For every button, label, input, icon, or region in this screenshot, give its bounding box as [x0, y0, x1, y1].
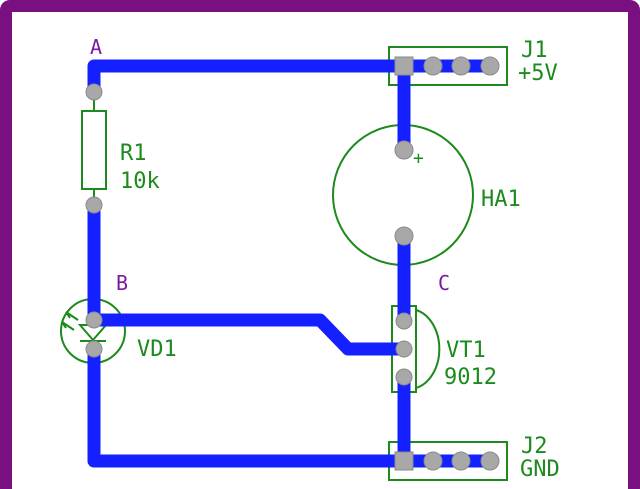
j1-ref-label: J1 — [521, 38, 548, 63]
pad-j1-3 — [451, 56, 471, 76]
vt1-value-label: 9012 — [444, 365, 497, 390]
pad-j2-2 — [423, 451, 443, 471]
pad-vt1-2 — [395, 340, 413, 358]
r1-value-label: 10k — [120, 169, 160, 194]
pad-vt1-1 — [395, 312, 413, 330]
vd1-arrow-head-2 — [61, 321, 67, 329]
node-label-a: A — [90, 35, 102, 59]
pad-j2-3 — [451, 451, 471, 471]
vd1-ref-label: VD1 — [137, 337, 177, 362]
pad-vt1-3 — [395, 368, 413, 386]
pad-j1-2 — [423, 56, 443, 76]
pad-j2-1 — [394, 451, 414, 471]
ha1-ref-label: HA1 — [481, 187, 521, 212]
j2-value-label: GND — [520, 457, 560, 482]
pad-ha1-plus — [394, 140, 414, 160]
pad-vd1-cathode — [85, 340, 103, 358]
pad-layer — [85, 56, 500, 471]
trace-vd1-to-j2 — [87, 342, 497, 468]
pad-vd1-anode — [85, 311, 103, 329]
pad-ha1-minus — [394, 226, 414, 246]
pad-j2-4 — [480, 451, 500, 471]
ha1-polarity-mark: + — [413, 148, 424, 169]
vd1-arrow-head-1 — [65, 311, 71, 319]
vt1-ref-label: VT1 — [446, 338, 486, 363]
vt1-flat-outline — [415, 309, 441, 389]
j2-ref-label: J2 — [521, 434, 548, 459]
pad-a — [85, 83, 103, 101]
pad-j1-4 — [480, 56, 500, 76]
node-label-b: B — [116, 271, 128, 295]
pad-j1-1 — [394, 56, 414, 76]
node-label-c: C — [438, 271, 450, 295]
trace-layer — [87, 59, 497, 468]
trace-r1-to-vt1 — [87, 198, 411, 356]
pad-r1-bottom — [85, 196, 103, 214]
r1-ref-label: R1 — [120, 141, 147, 166]
j1-value-label: +5V — [518, 61, 558, 86]
trace-a-to-j1 — [87, 59, 497, 99]
